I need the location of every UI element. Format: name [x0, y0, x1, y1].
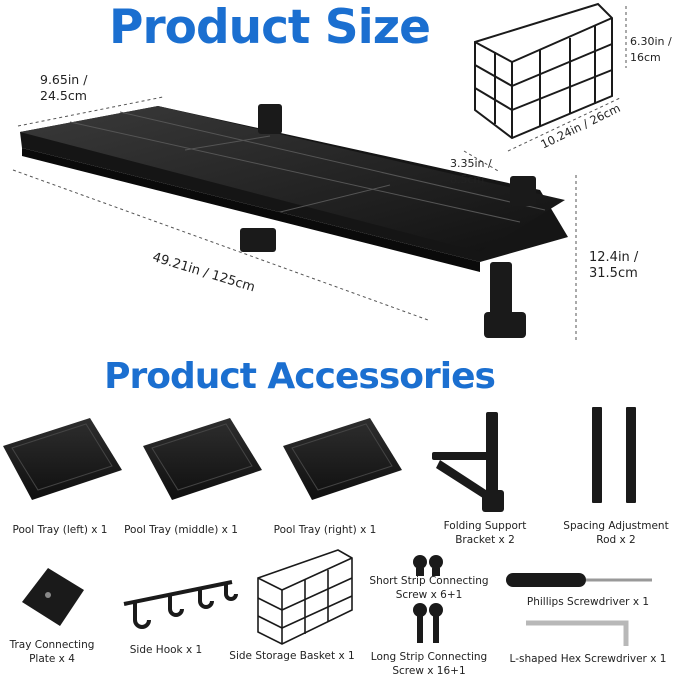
- label-side-hook: Side Hook x 1: [129, 644, 203, 656]
- label-side-basket: Side Storage Basket x 1: [229, 650, 355, 662]
- hex-screwdriver: [526, 620, 629, 646]
- long-screws: [413, 603, 443, 643]
- folding-bracket: [432, 412, 504, 512]
- label-pool-tray-left: Pool Tray (left) x 1: [12, 524, 108, 536]
- short-screws: [413, 555, 443, 576]
- label-phillips-screwdriver: Phillips Screwdriver x 1: [526, 596, 650, 608]
- side-basket: [257, 549, 353, 645]
- table-clamps: [240, 104, 536, 338]
- connecting-plate: [22, 568, 84, 626]
- label-pool-tray-middle: Pool Tray (middle) x 1: [124, 524, 238, 536]
- product-size-title: Product Size: [109, 0, 431, 55]
- dimension-lines: [12, 6, 627, 342]
- phillips-screwdriver: [506, 573, 652, 587]
- tray-left: [3, 418, 122, 500]
- label-pool-tray-right: Pool Tray (right) x 1: [273, 524, 377, 536]
- basket-depth-dimension: 3.35in /8.5cm: [450, 157, 492, 186]
- tray-middle: [143, 418, 262, 500]
- height-dimension: 12.4in /31.5cm: [589, 250, 639, 281]
- tray-right: [283, 418, 402, 500]
- storage-basket: [474, 2, 613, 140]
- spacing-rods: [592, 407, 636, 503]
- table-top: [20, 106, 568, 272]
- tray-width-dimension: 9.65in /24.5cm: [40, 72, 88, 103]
- label-hex-screwdriver: L-shaped Hex Screwdriver x 1: [509, 653, 667, 665]
- side-hook: [123, 580, 238, 629]
- product-accessories-title: Product Accessories: [104, 356, 496, 397]
- basket-height-dimension: 6.30in /16cm: [630, 35, 672, 64]
